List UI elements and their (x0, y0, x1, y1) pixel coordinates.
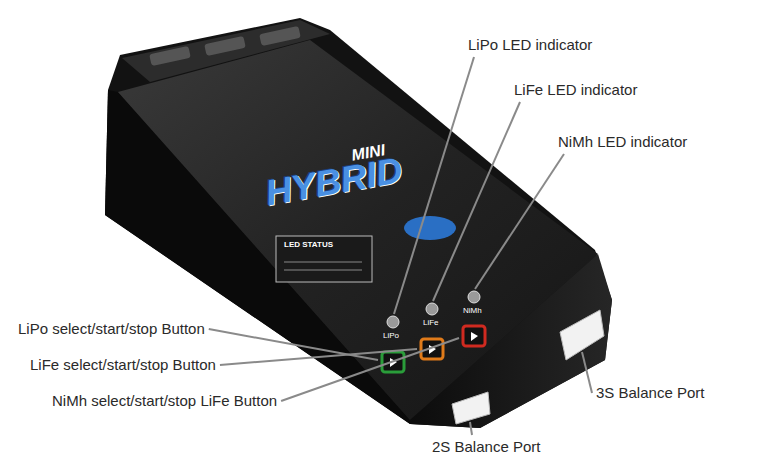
panel-text: LED STATUS (284, 240, 333, 250)
leader-line (582, 352, 592, 393)
callout-label: NiMh LED indicator (558, 133, 687, 151)
back-ridge (122, 20, 330, 82)
brand-logo (404, 216, 456, 240)
status-panel (276, 236, 372, 282)
leader-line (433, 102, 520, 301)
callout-label: LiPo LED indicator (468, 36, 592, 54)
chemistry-text: NiMh (463, 306, 482, 316)
callout-label: LiPo select/start/stop Button (18, 320, 205, 338)
panel-line (284, 270, 362, 271)
right-side-face (410, 254, 612, 428)
chemistry-text: LiPo (383, 331, 399, 341)
life-button (421, 339, 443, 359)
nimh-button (463, 326, 485, 346)
callout-label: NiMh select/start/stop LiFe Button (52, 392, 277, 410)
callout-label: 3S Balance Port (596, 384, 704, 402)
vent-slot (204, 36, 246, 56)
led (387, 316, 399, 328)
led (468, 291, 480, 303)
leader-line (470, 422, 472, 435)
balance-port-2s (452, 392, 490, 424)
leader-line (281, 338, 459, 401)
chemistry-text: LiFe (423, 318, 439, 328)
button-arrow (471, 332, 478, 341)
brand-logo-text: HYBRID (262, 148, 405, 214)
leader-line (394, 57, 474, 314)
panel-line (284, 262, 362, 263)
vent-slot (259, 26, 301, 46)
leader-line (475, 154, 564, 289)
vent-slot (149, 46, 191, 66)
leader-line (209, 329, 378, 360)
callout-label: LiFe LED indicator (514, 81, 637, 99)
callout-label: 2S Balance Port (432, 438, 540, 456)
led (426, 303, 438, 315)
callout-label: LiFe select/start/stop Button (30, 356, 216, 374)
